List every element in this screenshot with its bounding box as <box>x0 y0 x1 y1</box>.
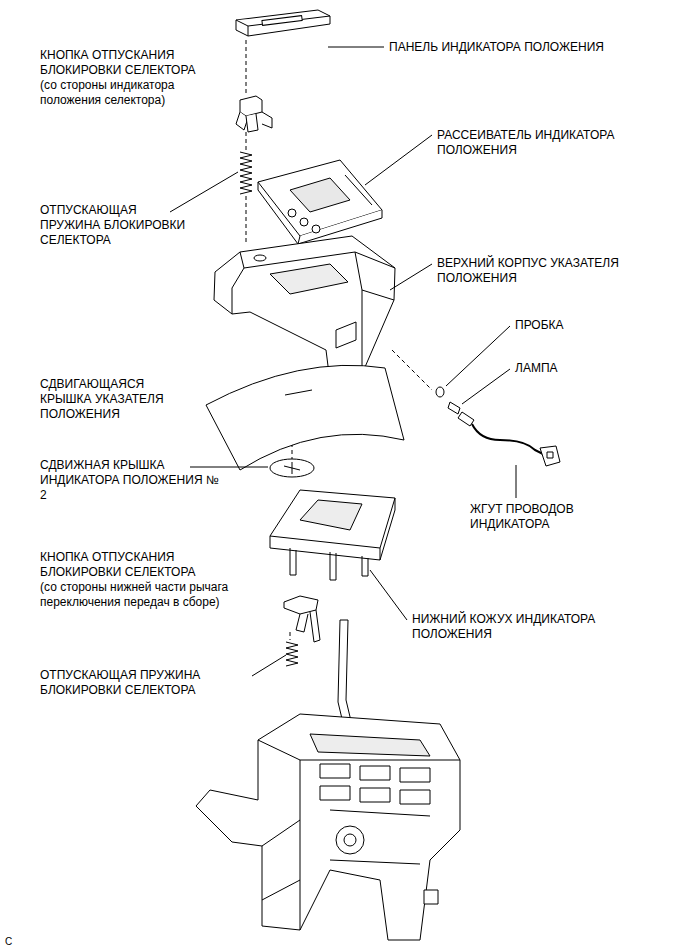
lower-release-spring <box>286 642 298 666</box>
part-label: СДВИГАЮЩАЯСЯ КРЫШКА УКАЗАТЕЛЯ ПОЛОЖЕНИЯ <box>40 377 190 422</box>
part-label: ЛАМПА <box>515 361 615 376</box>
part-label: (со стороны индикатора положения селекто… <box>40 78 215 108</box>
part-label: ОТПУСКАЮЩАЯ ПРУЖИНА БЛОКИРОВКИ СЕЛЕКТОРА <box>40 668 235 698</box>
upper-housing <box>214 236 395 382</box>
part-label: ПРОБКА <box>515 318 615 333</box>
part-label: (со стороны нижней части рычага переключ… <box>40 580 265 610</box>
plug-lamp-harness <box>436 387 560 466</box>
release-spring <box>240 152 252 194</box>
part-label: СДВИЖНАЯ КРЫШКА ИНДИКАТОРА ПОЛОЖЕНИЯ № 2 <box>40 458 225 503</box>
part-label: КНОПКА ОТПУСКАНИЯ БЛОКИРОВКИ СЕЛЕКТОРА <box>40 48 215 78</box>
part-label: ОТПУСКАЮЩАЯ ПРУЖИНА БЛОКИРОВКИ СЕЛЕКТОРА <box>40 203 195 248</box>
lower-release-button <box>284 596 320 642</box>
part-label: ВЕРХНИЙ КОРПУС УКАЗАТЕЛЯ ПОЛОЖЕНИЯ <box>437 256 667 286</box>
part-label: ПАНЕЛЬ ИНДИКАТОРА ПОЛОЖЕНИЯ <box>389 40 649 55</box>
part-label: ЖГУТ ПРОВОДОВ ИНДИКАТОРА <box>470 502 595 532</box>
sliding-cover-2 <box>270 459 314 477</box>
part-label: РАССЕИВАТЕЛЬ ИНДИКАТОРА ПОЛОЖЕНИЯ <box>437 128 637 158</box>
indicator-panel <box>236 10 330 36</box>
shift-lever-base <box>196 714 460 940</box>
sliding-cover <box>206 365 404 470</box>
lower-housing <box>270 490 395 580</box>
indicator-diffuser <box>258 160 382 244</box>
part-label: КНОПКА ОТПУСКАНИЯ БЛОКИРОВКИ СЕЛЕКТОРА <box>40 550 215 580</box>
figure-code: C <box>5 934 25 949</box>
part-label: НИЖНИЙ КОЖУХ ИНДИКАТОРА ПОЛОЖЕНИЯ <box>412 612 632 642</box>
release-button <box>236 96 272 132</box>
